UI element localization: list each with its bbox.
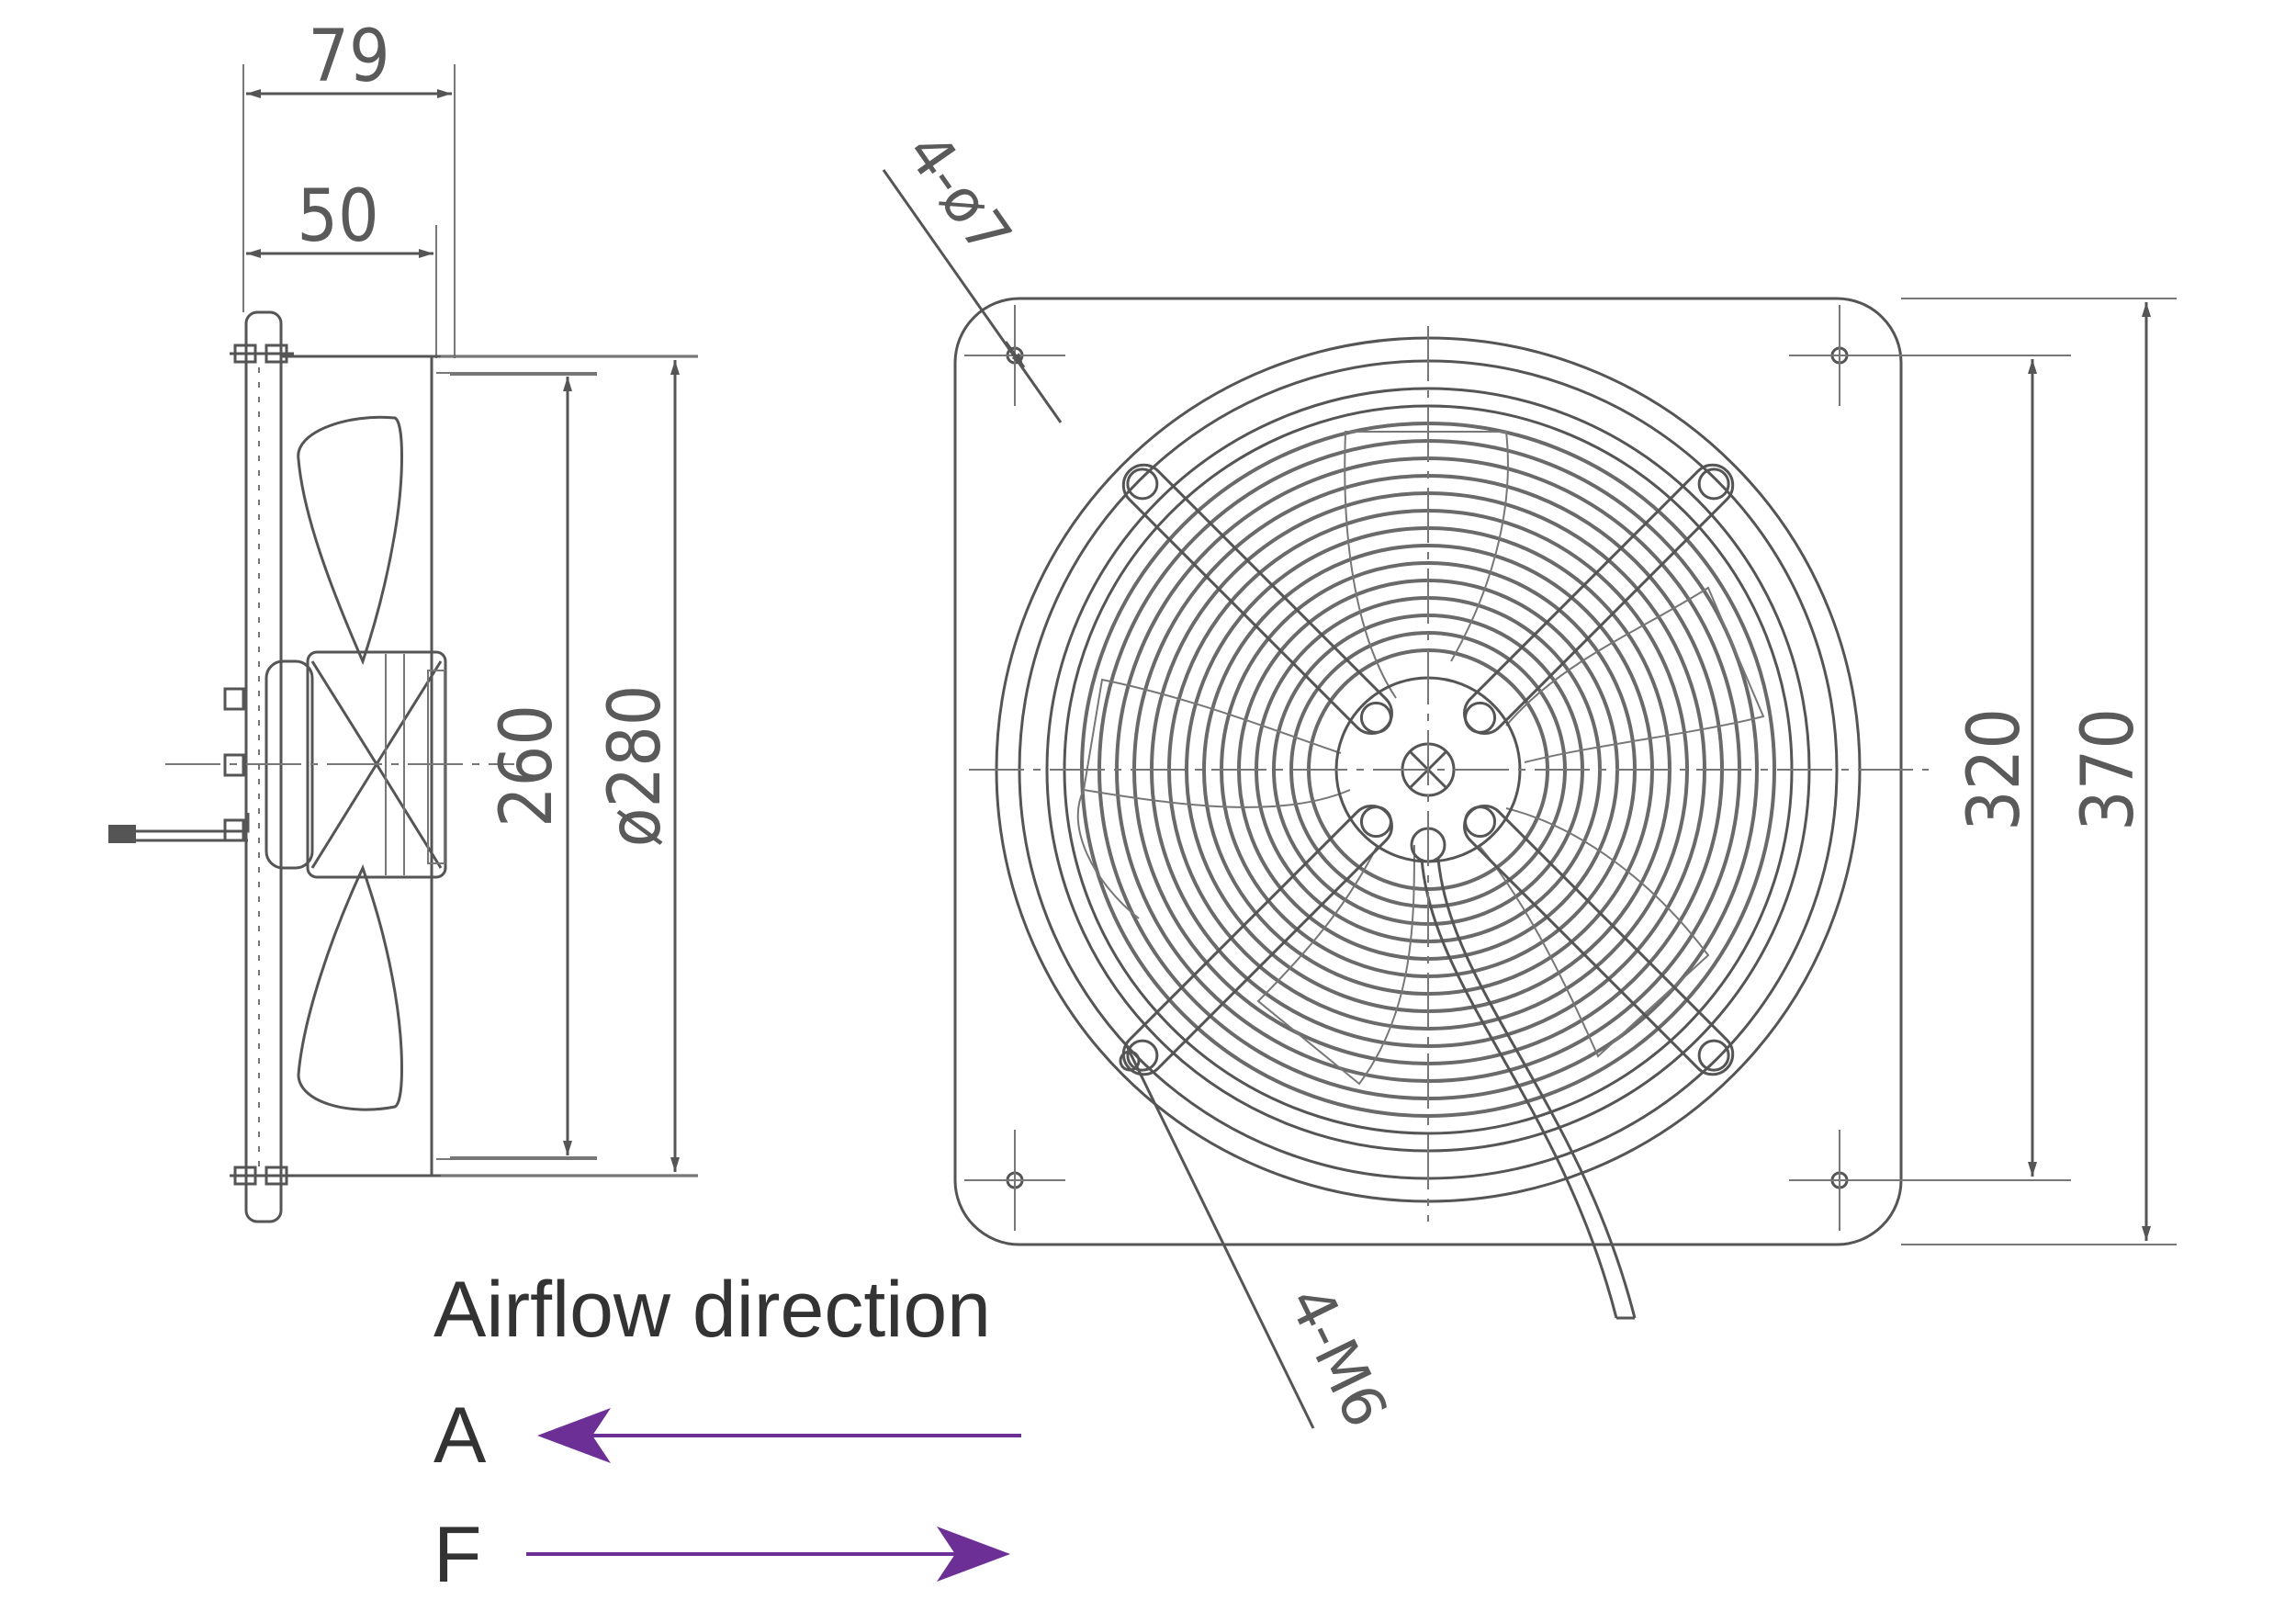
dim-outer-diameter-label: ø280 — [594, 685, 677, 848]
side-blade-top — [297, 415, 403, 666]
side-plate — [244, 310, 283, 1223]
dim-plate-size-label: 370 — [2067, 708, 2150, 831]
dim-overall-depth-label: 79 — [308, 16, 389, 98]
side-view: 79 50 — [108, 16, 698, 1223]
legend-letter-f: F — [433, 1511, 482, 1599]
dim-plate-size: 370 — [2067, 302, 2151, 1241]
front-spokes — [1121, 463, 1735, 1076]
leader-mount-holes: 4-ø7 — [882, 121, 1063, 423]
front-blades — [1076, 431, 1765, 1086]
side-blade-bottom — [297, 863, 403, 1111]
legend-item-a: A — [433, 1391, 1021, 1480]
arrow-right-icon — [937, 1527, 1010, 1582]
label-threads: 4-M6 — [1275, 1277, 1401, 1438]
side-bolt-top — [230, 344, 294, 364]
side-cable — [108, 813, 250, 843]
arrow-left-icon — [537, 1408, 611, 1463]
airflow-legend: Airflow direction A F — [433, 1266, 1021, 1599]
dim-hole-spacing-label: 320 — [1953, 708, 2036, 831]
dim-inner-height: 260 — [486, 377, 572, 1155]
dim-motor-depth-label: 50 — [297, 175, 378, 258]
legend-title: Airflow direction — [433, 1266, 991, 1354]
front-view: 4-ø7 4-M6 320 370 — [882, 121, 2177, 1438]
legend-item-f: F — [433, 1511, 1010, 1599]
dim-inner-height-label: 260 — [486, 704, 568, 828]
dim-hole-spacing: 320 — [1953, 359, 2037, 1177]
front-cable — [1420, 858, 1637, 1320]
legend-letter-a: A — [433, 1391, 487, 1480]
front-plate — [953, 297, 1903, 1246]
dim-motor-depth: 50 — [246, 175, 433, 258]
leader-threads: 4-M6 — [1119, 1042, 1401, 1438]
label-mount-holes: 4-ø7 — [893, 121, 1024, 268]
dim-overall-depth: 79 — [246, 16, 452, 98]
dim-outer-diameter: ø280 — [594, 360, 680, 1172]
